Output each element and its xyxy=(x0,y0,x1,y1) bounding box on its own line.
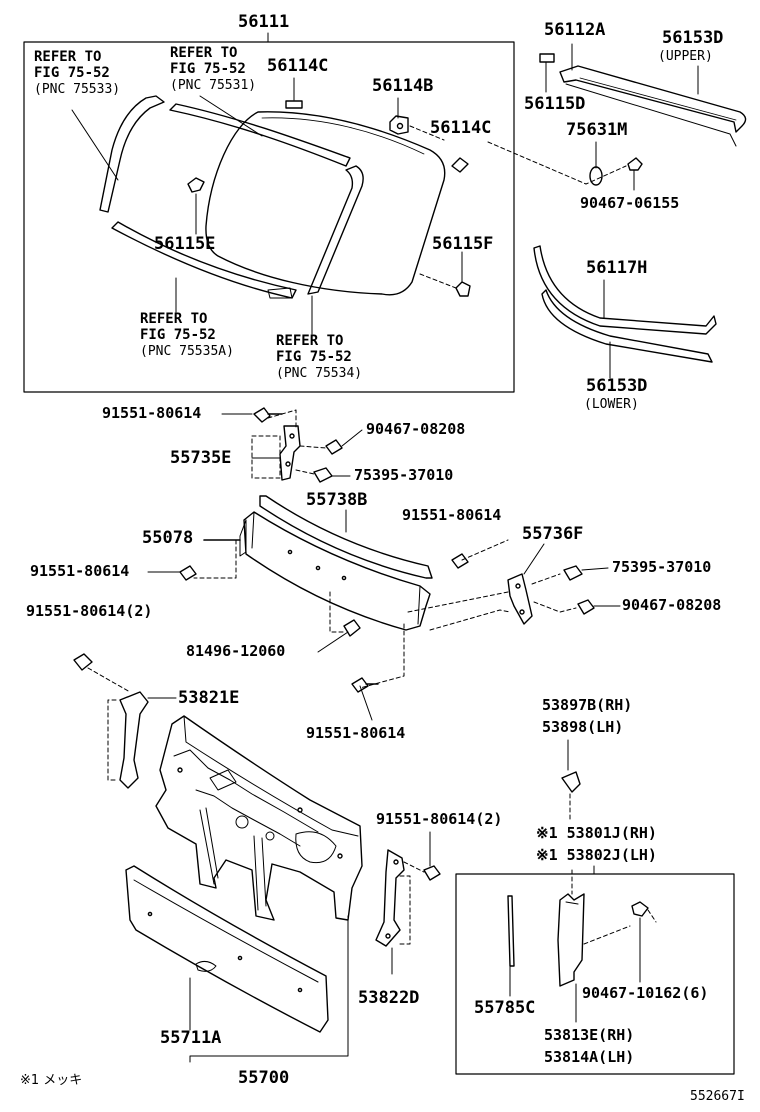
bolt-91551-f xyxy=(423,865,441,881)
cowl-panel-55700 xyxy=(155,715,363,921)
label-53822D: 53822D xyxy=(358,988,420,1008)
label-56153D-lower: 56153D xyxy=(586,376,648,396)
bolt-91551-c xyxy=(179,565,197,581)
label-90467-10162: 90467-10162(6) xyxy=(582,984,709,1002)
label-91551-d: 91551-80614(2) xyxy=(26,602,153,620)
cowl-lower-panel-55711A xyxy=(125,865,329,1033)
label-56114B: 56114B xyxy=(372,76,434,96)
bracket-55735E xyxy=(279,425,301,481)
label-55078: 55078 xyxy=(142,528,194,548)
label-91551-a: 91551-80614 xyxy=(102,404,202,422)
label-ref-75535A-line2: FIG 75-52 xyxy=(140,327,216,343)
label-90467-08208-b: 90467-08208 xyxy=(622,596,722,614)
label-55736F: 55736F xyxy=(522,524,584,544)
windshield-glass-56111 xyxy=(205,111,446,296)
windshield-group-box xyxy=(23,41,515,393)
label-55711A: 55711A xyxy=(160,1028,222,1048)
label-ref-75533-line1: REFER TO xyxy=(34,49,102,65)
clip-56115D xyxy=(539,53,555,63)
label-ref-75534-line1: REFER TO xyxy=(276,333,344,349)
lower-moulding xyxy=(111,221,297,299)
pillar-moulding-left xyxy=(99,95,165,213)
label-ref-75533-line3: (PNC 75533) xyxy=(34,82,121,97)
clip-90467-08208-a xyxy=(325,439,343,455)
garnish-53801J xyxy=(557,893,585,987)
clip-90467-06155 xyxy=(627,157,643,171)
label-91551-c: 91551-80614 xyxy=(30,562,130,580)
bolt-91551-b xyxy=(451,553,469,569)
bolt-91551-d xyxy=(73,653,93,671)
bolt-91551-e xyxy=(351,677,379,693)
figure-id: 552667I xyxy=(690,1089,745,1104)
label-ref-75534-line3: (PNC 75534) xyxy=(276,366,363,381)
label-ref-75531-line3: (PNC 75531) xyxy=(170,78,257,93)
label-56115F: 56115F xyxy=(432,234,494,254)
label-56115D: 56115D xyxy=(524,94,586,114)
clip-81496 xyxy=(343,619,361,637)
label-75395-b: 75395-37010 xyxy=(612,558,712,576)
label-53898: 53898(LH) xyxy=(542,718,624,736)
label-56114C-b: 56114C xyxy=(430,118,492,138)
label-53821E: 53821E xyxy=(178,688,240,708)
label-75631M: 75631M xyxy=(566,120,628,140)
label-upper: (UPPER) xyxy=(658,49,713,64)
label-ref-75531-line2: FIG 75-52 xyxy=(170,61,246,77)
weatherstrip-55738B xyxy=(259,495,433,579)
clip-90467-08208-b xyxy=(577,599,595,615)
label-81496-12060: 81496-12060 xyxy=(186,642,286,660)
label-56112A: 56112A xyxy=(544,20,606,40)
upper-moulding xyxy=(169,103,351,167)
clip-56115E xyxy=(187,177,205,193)
nut-75395-b xyxy=(563,565,583,581)
label-ref-75531-line1: REFER TO xyxy=(170,45,238,61)
clip-56114C-b xyxy=(451,157,469,173)
footnote: ※1 メッキ xyxy=(20,1073,83,1088)
grommet-75631M xyxy=(589,166,603,186)
label-53813E: 53813E(RH) xyxy=(544,1026,635,1044)
label-53814A: 53814A(LH) xyxy=(544,1048,635,1066)
clip-53897B xyxy=(561,771,581,793)
clip-56114C-a xyxy=(285,100,303,109)
label-ref-75533-line2: FIG 75-52 xyxy=(34,65,110,81)
label-91551-e: 91551-80614 xyxy=(306,724,406,742)
label-56111: 56111 xyxy=(238,12,290,32)
pillar-moulding-right xyxy=(307,165,364,295)
label-90467-08208-a: 90467-08208 xyxy=(366,420,466,438)
label-55735E: 55735E xyxy=(170,448,232,468)
label-lower: (LOWER) xyxy=(584,397,639,412)
label-56114C-a: 56114C xyxy=(267,56,329,76)
moulding-56117H xyxy=(533,245,717,335)
brace-53821E xyxy=(119,691,149,789)
bolt-91551-a xyxy=(253,407,283,423)
label-55700: 55700 xyxy=(238,1068,290,1088)
label-91551-b: 91551-80614 xyxy=(402,506,502,524)
label-55738B: 55738B xyxy=(306,490,368,510)
label-53802J: ※1 53802J(LH) xyxy=(536,846,657,864)
label-91551-f: 91551-80614(2) xyxy=(376,810,503,828)
garnish-group-box xyxy=(455,873,735,1075)
label-ref-75535A-line1: REFER TO xyxy=(140,311,208,327)
bracket-55736F xyxy=(507,573,533,625)
label-ref-75535A-line3: (PNC 75535A) xyxy=(140,344,234,359)
label-56117H: 56117H xyxy=(586,258,648,278)
label-53801J: ※1 53801J(RH) xyxy=(536,824,657,842)
label-56153D-upper: 56153D xyxy=(662,28,724,48)
clip-90467-10162 xyxy=(631,901,649,917)
cowl-top-panel-55078 xyxy=(243,511,431,631)
bracket-56114B xyxy=(389,115,409,135)
moulding-56153D-lower xyxy=(541,289,713,363)
moulding-56153D-upper xyxy=(559,65,747,133)
strip-55785C xyxy=(507,895,515,967)
label-56115E: 56115E xyxy=(154,234,216,254)
label-75395-a: 75395-37010 xyxy=(354,466,454,484)
label-55785C: 55785C xyxy=(474,998,536,1018)
brace-53822D xyxy=(375,849,405,947)
label-53897B: 53897B(RH) xyxy=(542,696,633,714)
label-ref-75534-line2: FIG 75-52 xyxy=(276,349,352,365)
clip-56115F xyxy=(455,281,471,297)
label-90467-06155: 90467-06155 xyxy=(580,194,680,212)
nut-75395-a xyxy=(313,467,333,483)
